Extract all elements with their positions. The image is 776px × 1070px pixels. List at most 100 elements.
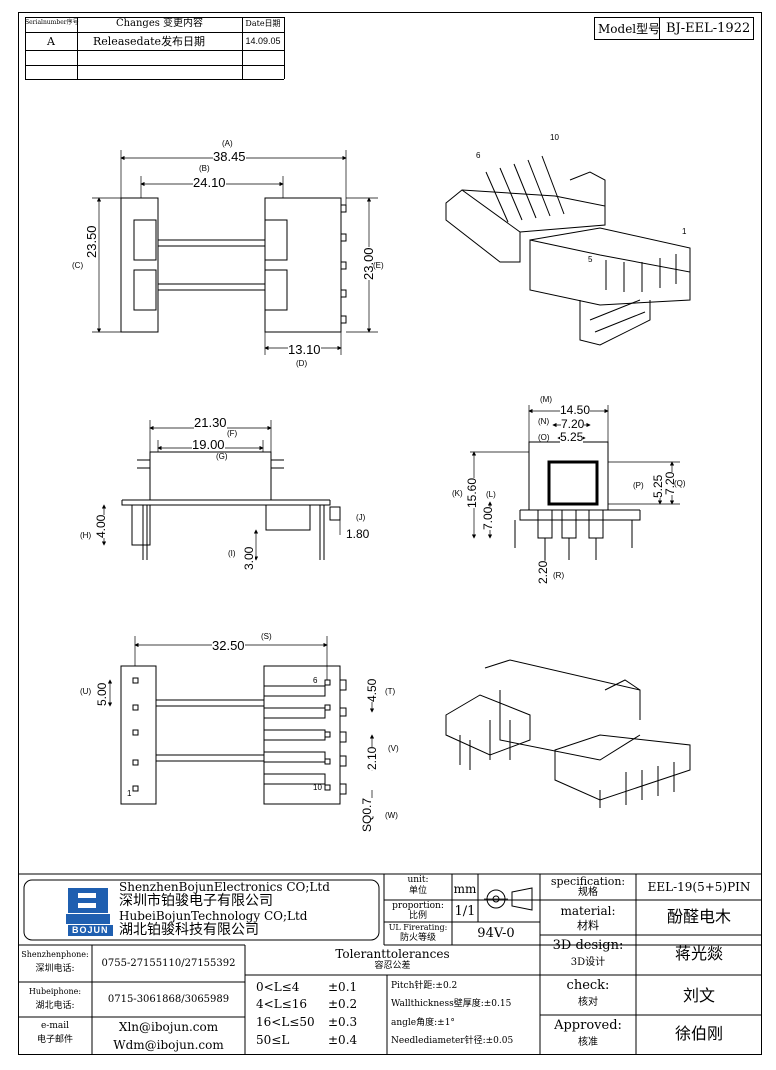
pin-label-10: 10: [550, 133, 559, 142]
model-value: BJ-EEL-1922: [666, 21, 751, 36]
company-en-2: HubeiBojunTechnology CO;Ltd: [119, 909, 308, 923]
company-en-1: ShenzhenBojunElectronics CO;Ltd: [119, 880, 330, 894]
dim-a-label: (A): [222, 139, 233, 148]
drawing-frame: [18, 12, 762, 1055]
dim-g-value: 19.00: [192, 437, 225, 452]
tol-value-3: ±0.3: [328, 1015, 358, 1029]
approved-value: 徐伯刚: [674, 1024, 723, 1043]
unit-label: unit:: [407, 875, 429, 885]
note-wall: Wallthickness壁厚度:±0.15: [391, 999, 512, 1009]
dim-s-label: (S): [261, 632, 272, 641]
dim-t-value: 4.50: [365, 678, 379, 702]
date-value: 14.09.05: [245, 36, 281, 46]
bottom-pin-10: 10: [313, 783, 322, 792]
hb-phone-label-cn: 湖北电话:: [35, 1001, 75, 1011]
tolerance-title-cn: 容忍公差: [374, 961, 411, 971]
dim-u-value: 5.00: [95, 682, 109, 706]
material-value: 酚醛电木: [666, 907, 731, 926]
pin-label-1: 1: [682, 227, 687, 236]
dim-f-label: (F): [227, 429, 238, 438]
proportion-label-cn: 比例: [408, 911, 427, 921]
pin-label-6: 6: [476, 151, 481, 160]
tolerance-title: Toleranttolerances: [335, 947, 450, 961]
tol-range-3: 16<L≤50: [256, 1015, 315, 1029]
approved-label: Approved:: [554, 1018, 622, 1033]
change-value: Releasedate发布日期: [93, 35, 206, 48]
dim-c-value: 23.50: [84, 225, 99, 258]
unit-value: mm: [453, 882, 477, 896]
check-label-cn: 核对: [578, 997, 598, 1008]
note-needle: Needlediameter针径:±0.05: [391, 1036, 514, 1046]
dim-d-label: (D): [296, 359, 308, 368]
tol-value-4: ±0.4: [328, 1033, 358, 1047]
ul-value: 94V-0: [477, 926, 515, 941]
dim-k-label: (K): [452, 489, 463, 498]
bottom-view-drawing: [107, 636, 375, 830]
email-label: e-mail: [40, 1021, 70, 1031]
dim-s-value: 32.50: [212, 638, 245, 653]
hb-phone-label: Hubeiphone:: [28, 987, 82, 996]
bojun-logo-graphic: [66, 888, 110, 924]
material-label: material:: [560, 904, 616, 918]
dim-j-label: (J): [356, 513, 366, 522]
pin-label-5: 5: [588, 255, 593, 264]
approved-label-cn: 核准: [578, 1037, 598, 1048]
dim-r-label: (R): [553, 571, 565, 580]
dim-q-label: (Q): [674, 479, 686, 488]
hb-phone-value: 0715-3061868/3065989: [107, 994, 230, 1005]
model-label: Model型号: [598, 22, 661, 36]
dim-v-value: 2.10: [365, 746, 379, 770]
dim-o-label: (O): [538, 433, 550, 442]
dim-g-label: (G): [216, 452, 228, 461]
ul-label-cn: 防火等级: [399, 933, 436, 943]
sz-phone-label: Shenzhenphone:: [21, 950, 89, 959]
bottom-pin-6: 6: [313, 676, 318, 685]
dim-h-value: 4.00: [94, 514, 108, 538]
design-label-cn: 3D设计: [570, 957, 606, 968]
dim-b-label: (B): [199, 164, 210, 173]
dim-i-label: (I): [228, 549, 236, 558]
dim-w-value: SQ0.7: [360, 797, 374, 832]
note-angle: angle角度:±1°: [391, 1018, 455, 1028]
logo-text: BOJUN: [68, 925, 113, 936]
tol-value-2: ±0.2: [328, 997, 358, 1011]
proportion-value: 1/1: [454, 904, 476, 919]
serial-header: Serialnumber序号: [25, 19, 79, 26]
dim-e-label: (E): [373, 261, 384, 270]
company-cn-2: 湖北铂骏科技有限公司: [119, 922, 259, 938]
dim-r-value: 2.20: [536, 560, 550, 584]
date-header: Date日期: [245, 19, 281, 28]
dim-k-value: 15.60: [465, 477, 479, 508]
tol-range-1: 0<L≤4: [256, 980, 300, 994]
dim-w-label: (W): [385, 811, 398, 820]
spec-value: EEL-19(5+5)PIN: [647, 880, 751, 894]
bottom-pin-1: 1: [127, 789, 132, 798]
proportion-label: proportion:: [392, 901, 444, 911]
dim-f-value: 21.30: [194, 415, 227, 430]
iso-top-drawing: [445, 155, 691, 346]
dim-n-value: 7.20: [561, 417, 585, 431]
dim-c-label: (C): [72, 261, 84, 270]
dim-l-label: (L): [486, 490, 496, 499]
spec-label-cn: 规格: [578, 887, 598, 898]
dim-l-value: 7.00: [481, 506, 495, 530]
spec-label: specification:: [550, 875, 626, 888]
dim-n-label: (N): [538, 417, 550, 426]
dim-m-value: 14.50: [560, 403, 591, 417]
design-label: 3D design:: [552, 938, 624, 953]
check-label: check:: [566, 978, 610, 993]
dim-a-value: 38.45: [213, 149, 246, 164]
top-view-drawing: [92, 150, 378, 355]
tol-value-1: ±0.1: [328, 980, 358, 994]
note-pitch: Pitch针距:±0.2: [391, 981, 458, 991]
email-1: Xln@ibojun.com: [118, 1020, 219, 1034]
dim-b-value: 24.10: [193, 175, 226, 190]
sz-phone-value: 0755-27155110/27155392: [101, 958, 236, 969]
dim-m-label: (M): [540, 395, 552, 404]
changes-header: Changes 变更内容: [115, 18, 204, 29]
serial-value: A: [47, 35, 55, 48]
design-value: 蒋光燚: [674, 944, 723, 963]
sz-phone-label-cn: 深圳电话:: [35, 964, 75, 974]
iso-bottom-drawing: [445, 659, 691, 808]
